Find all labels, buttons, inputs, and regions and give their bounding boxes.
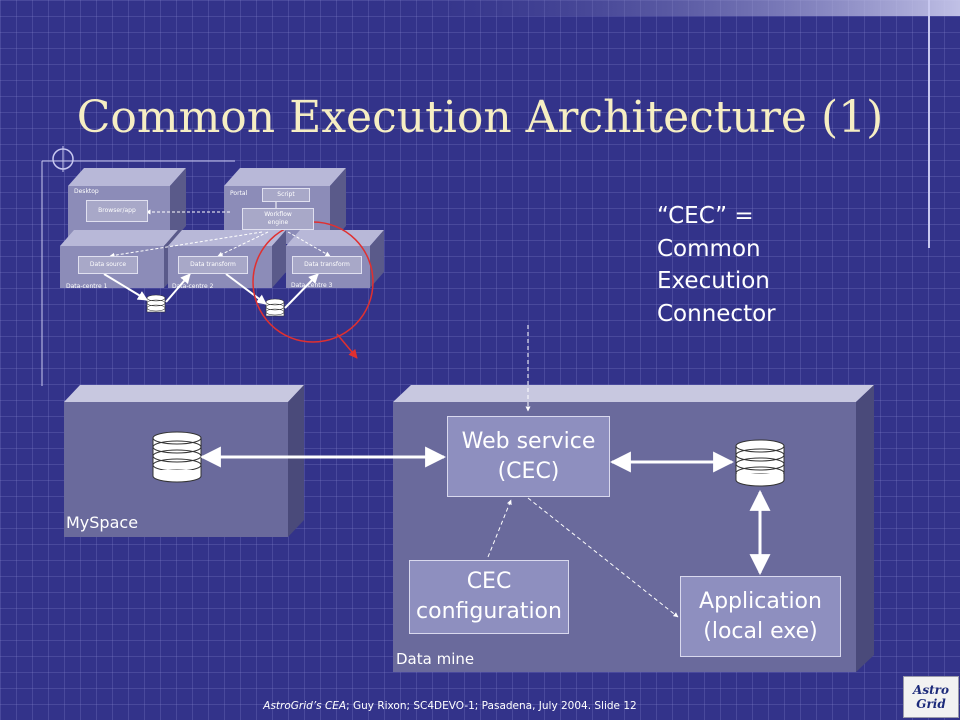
desktop-label: Desktop xyxy=(74,188,99,195)
footer-text: ; Guy Rixon; SC4DEVO-1; Pasadena, July 2… xyxy=(346,700,637,712)
cec-definition-line: Execution xyxy=(657,268,770,294)
data-source-box: Data source xyxy=(78,256,138,274)
portal-label: Portal xyxy=(230,190,248,197)
myspace-label: MySpace xyxy=(66,513,139,532)
data-centre-2-label: Data-centre 2 xyxy=(172,283,214,290)
data-transform-box: Data transform xyxy=(292,256,362,274)
workflow-engine-box: Workflow engine xyxy=(242,208,314,230)
datamine-label: Data mine xyxy=(396,650,475,668)
slide-footer: AstroGrid’s CEA; Guy Rixon; SC4DEVO-1; P… xyxy=(0,700,900,712)
web-service-box: Web service (CEC) xyxy=(447,416,610,497)
myspace-database-icon xyxy=(152,431,202,483)
cec-definition-line: Common xyxy=(657,235,761,262)
cec-configuration-box: CEC configuration xyxy=(409,560,569,634)
application-box: Application (local exe) xyxy=(680,576,841,657)
data-centre-1-label: Data-centre 1 xyxy=(66,283,108,290)
slide-title: Common Execution Architecture (1) xyxy=(76,92,884,143)
cec-definition-line: “CEC” = xyxy=(657,203,754,229)
mini-database-icon xyxy=(265,298,285,317)
top-gradient-bar xyxy=(355,0,960,16)
cec-definition: “CEC” = Common Execution Connector xyxy=(657,200,837,330)
browser-app-box: Browser/app xyxy=(86,200,148,222)
data-transform-box: Data transform xyxy=(178,256,248,274)
highlight-arrow xyxy=(336,333,358,359)
script-box: Script xyxy=(262,188,310,202)
mini-database-icon xyxy=(146,294,166,313)
application-invoke-arrow xyxy=(527,497,679,618)
config-arrow xyxy=(487,499,512,558)
data-centre-3-label: Data-centre 3 xyxy=(291,282,333,289)
astrogrid-logo: Astro Grid xyxy=(903,676,959,718)
cec-definition-line: Connector xyxy=(657,300,776,327)
footer-italic: AstroGrid’s CEA xyxy=(263,700,347,712)
myspace-region xyxy=(64,385,304,537)
datamine-database-icon xyxy=(735,439,785,487)
